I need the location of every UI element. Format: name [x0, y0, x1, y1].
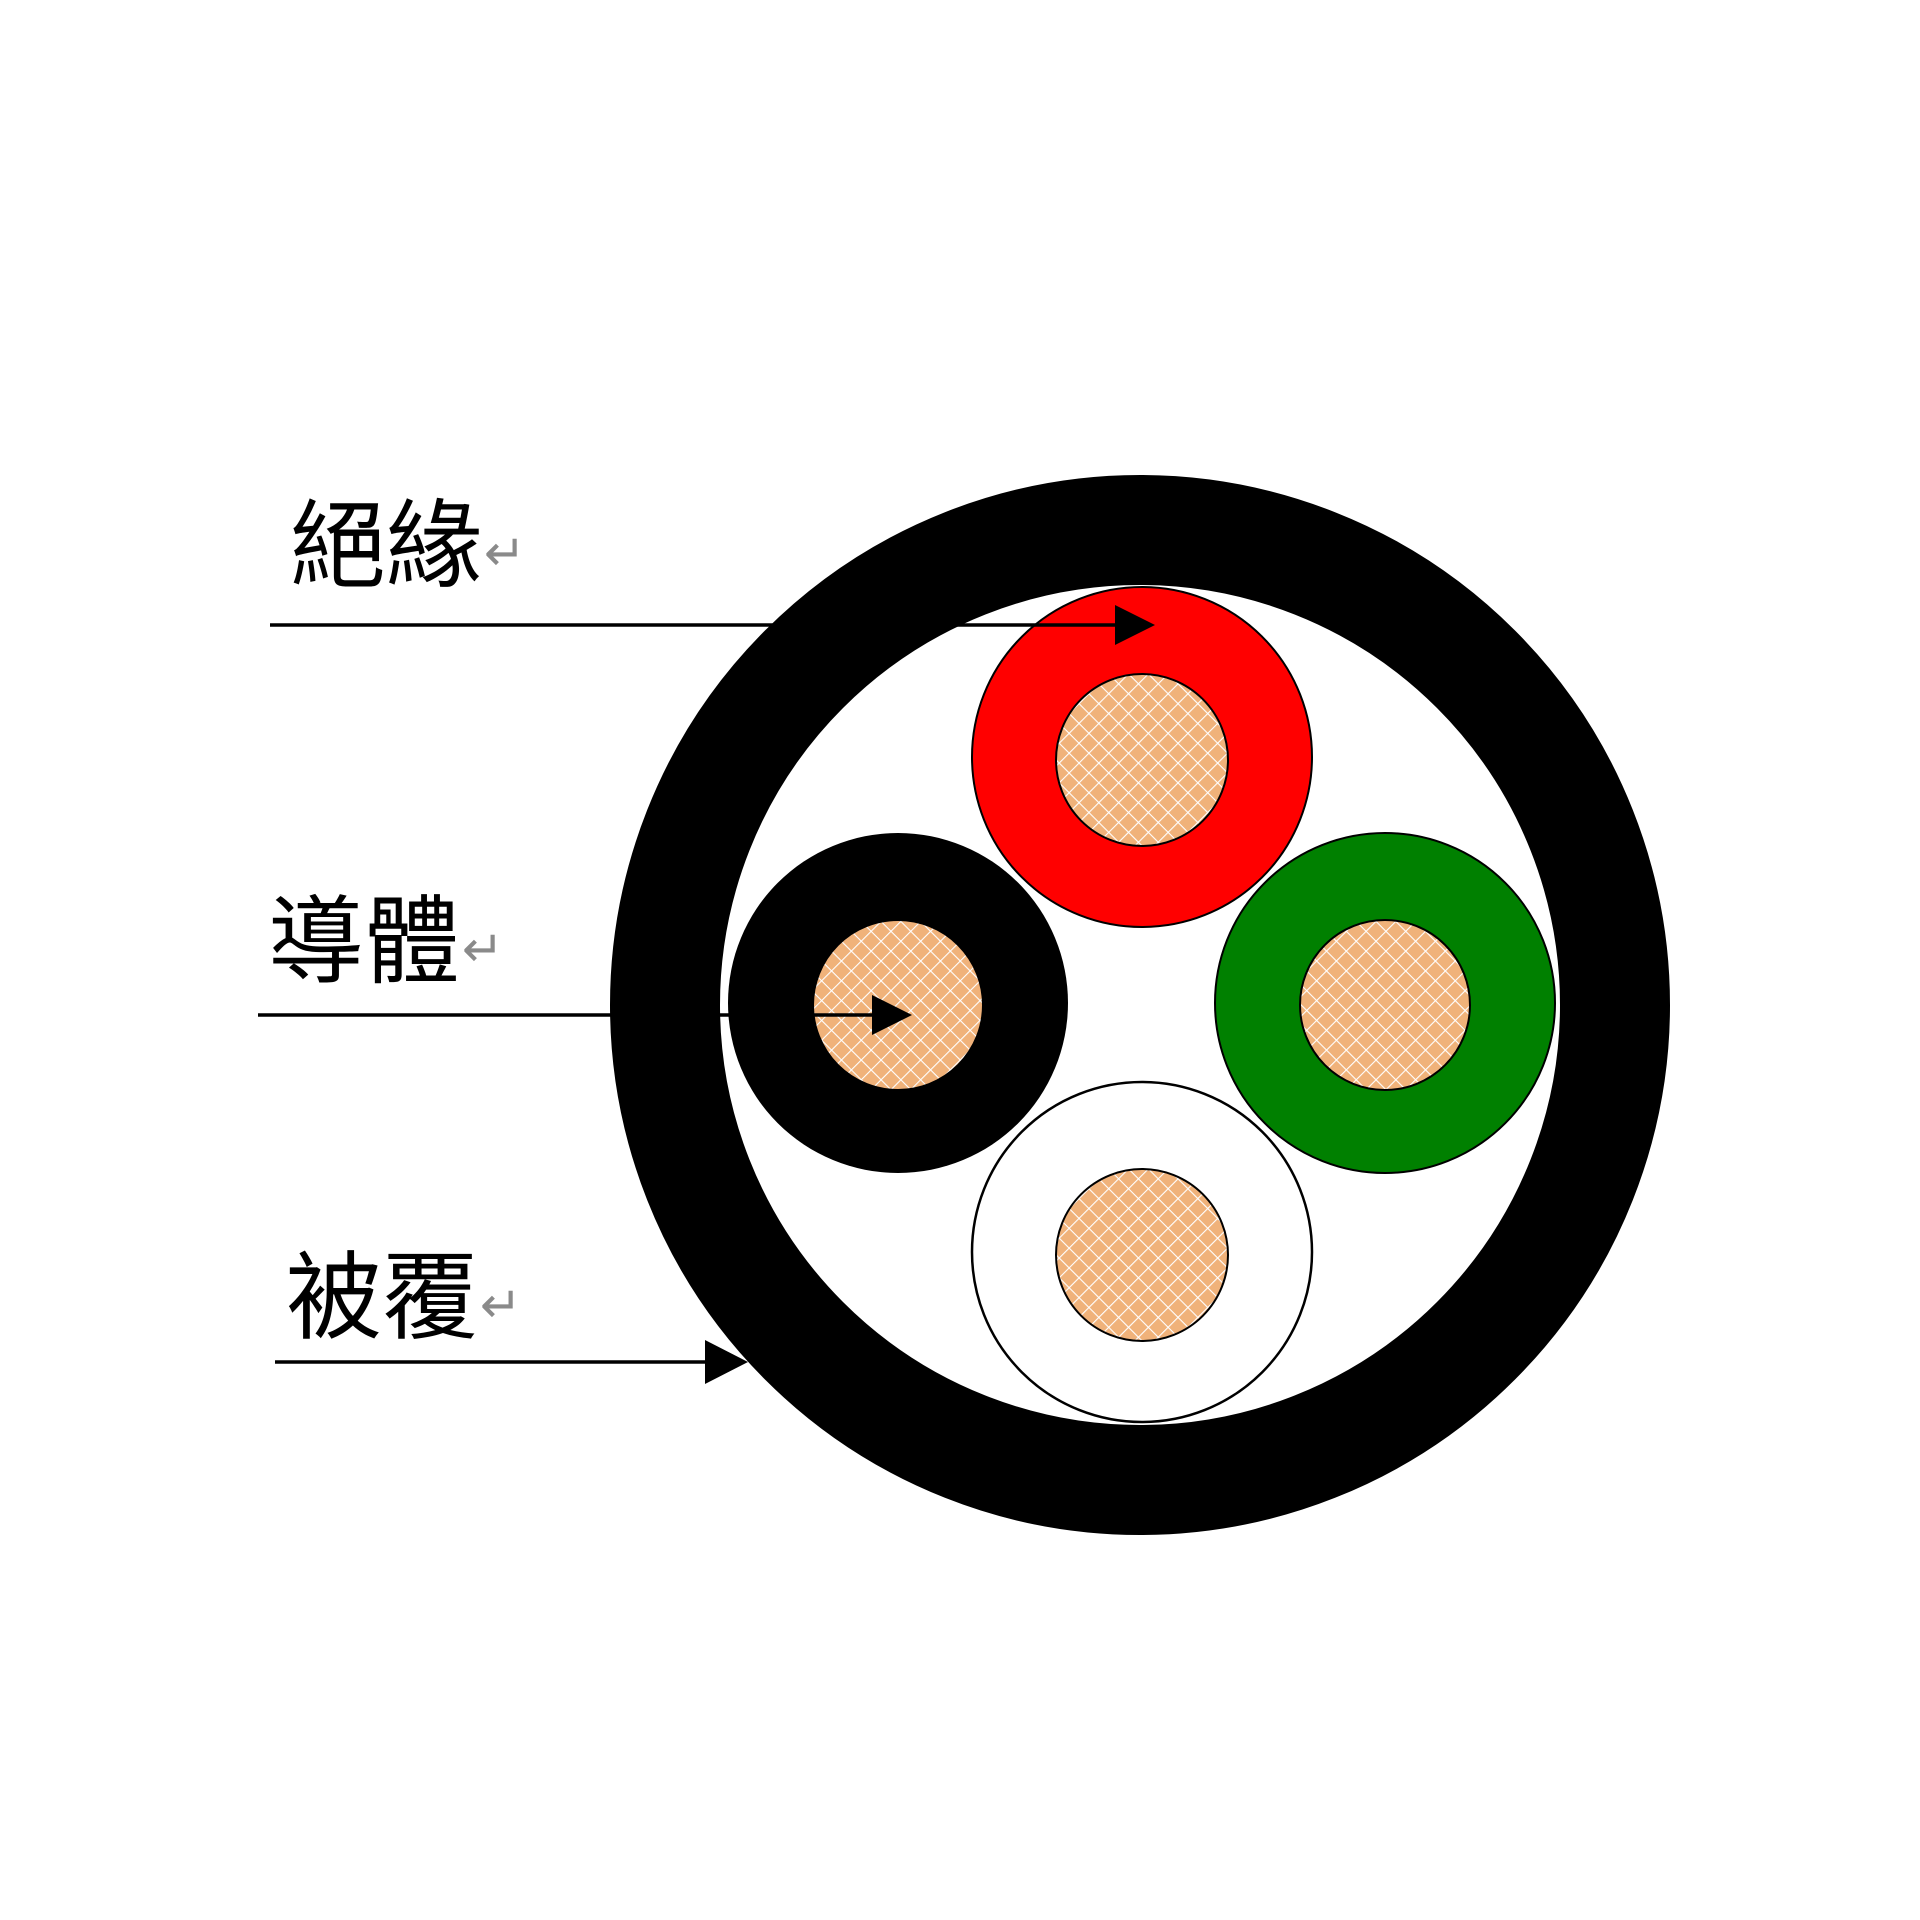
leader-sheath: [275, 1340, 748, 1384]
paragraph-mark-icon: ↵: [462, 919, 504, 978]
label-insulation: 絕緣↵: [290, 498, 526, 594]
paragraph-mark-icon: ↵: [484, 523, 526, 582]
leader-insulation: [270, 605, 1155, 645]
outer-sheath: [610, 475, 1670, 1535]
arrow-head-icon: [872, 995, 912, 1035]
label-sheath-text: 被覆: [286, 1242, 478, 1354]
arrow-head-icon: [1115, 605, 1155, 645]
core-black-conductor: [812, 919, 984, 1091]
label-conductor: 導體↵: [268, 894, 504, 990]
arrow-head-icon: [705, 1340, 748, 1384]
label-insulation-text: 絕緣: [290, 490, 482, 602]
label-sheath: 被覆↵: [286, 1250, 522, 1346]
core-red: [971, 586, 1313, 928]
core-red-conductor: [1055, 673, 1229, 847]
label-conductor-text: 導體: [268, 886, 460, 998]
core-green-conductor: [1299, 919, 1471, 1091]
core-black: [728, 833, 1068, 1173]
paragraph-mark-icon: ↵: [480, 1275, 522, 1334]
core-green: [1214, 832, 1556, 1174]
core-white-conductor: [1055, 1168, 1229, 1342]
core-white: [970, 1080, 1314, 1424]
leader-conductor: [258, 995, 912, 1035]
